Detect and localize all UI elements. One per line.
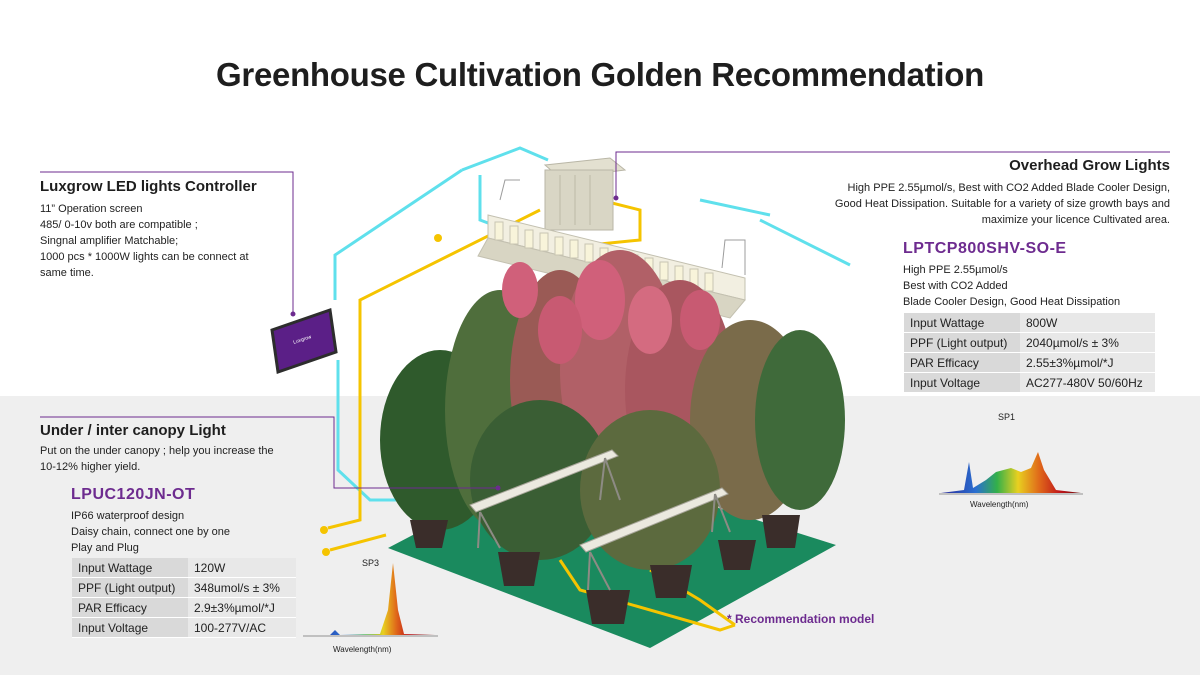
sp1-title: SP1 xyxy=(998,412,1016,422)
overhead-feature: Blade Cooler Design, Good Heat Dissipati… xyxy=(903,296,1121,308)
spec-value: 2.9±3%µmol/*J xyxy=(188,597,296,618)
controller-heading: Luxgrow LED lights Controller xyxy=(40,178,257,195)
sp1-spectrum-chart xyxy=(939,452,1083,495)
overhead-heading: Overhead Grow Lights xyxy=(1009,157,1170,174)
overhead-model-block: LPTCP800SHV-SO-E High PPE 2.55µmol/s Bes… xyxy=(903,240,1173,310)
sp3-xlabel: Wavelength(nm) xyxy=(333,645,392,654)
spec-key: Input Wattage xyxy=(72,558,188,578)
under-feature: Daisy chain, connect one by one xyxy=(71,526,230,538)
sp3-title: SP3 xyxy=(362,558,380,568)
spec-value: 100-277V/AC xyxy=(188,617,296,638)
spec-value: 800W xyxy=(1020,313,1155,333)
spec-key: Input Wattage xyxy=(904,313,1020,333)
spec-value: 2040µmol/s ± 3% xyxy=(1020,332,1155,353)
spec-key: PAR Efficacy xyxy=(904,352,1020,373)
under-model-block: LPUC120JN-OT IP66 waterproof design Dais… xyxy=(71,486,311,556)
table-row: PPF (Light output)348umol/s ± 3% xyxy=(72,577,296,598)
overhead-driver-box xyxy=(543,157,627,231)
table-row: PPF (Light output)2040µmol/s ± 3% xyxy=(904,332,1155,353)
under-line: 10-12% higher yield. xyxy=(40,461,141,473)
plant-pots xyxy=(410,515,800,624)
under-block: Under / inter canopy Light Put on the un… xyxy=(40,422,330,475)
spec-value: 348umol/s ± 3% xyxy=(188,577,296,598)
under-model-name: LPUC120JN-OT xyxy=(71,486,196,503)
under-line: Put on the under canopy ; help you incre… xyxy=(40,445,274,457)
controller-line: 485/ 0-10v both are compatible ; xyxy=(40,219,198,231)
under-heading: Under / inter canopy Light xyxy=(40,422,226,439)
leader-lines xyxy=(40,151,1170,491)
controller-line: 1000 pcs * 1000W lights can be connect a… xyxy=(40,251,249,263)
spec-value: 2.55±3%µmol/*J xyxy=(1020,352,1155,373)
spec-value: 120W xyxy=(188,558,296,578)
overhead-line: High PPE 2.55µmol/s, Best with CO2 Added… xyxy=(847,182,1170,194)
overhead-line: Good Heat Dissipation. Suitable for a va… xyxy=(834,198,1170,210)
sp3-spectrum-chart xyxy=(303,563,438,637)
spec-value: AC277-480V 50/60Hz xyxy=(1020,372,1155,393)
spec-key: Input Voltage xyxy=(72,617,188,638)
overhead-feature: Best with CO2 Added xyxy=(903,280,1008,292)
spec-key: PPF (Light output) xyxy=(904,332,1020,353)
overhead-feature: High PPE 2.55µmol/s xyxy=(903,264,1008,276)
under-feature: IP66 waterproof design xyxy=(71,510,185,522)
controller-line: 11” Operation screen xyxy=(40,203,143,215)
controller-line: Singnal amplifier Matchable; xyxy=(40,235,179,247)
controller-tablet xyxy=(270,307,338,375)
controller-block: Luxgrow LED lights Controller 11” Operat… xyxy=(40,178,300,281)
spec-key: Input Voltage xyxy=(904,372,1020,393)
under-feature: Play and Plug xyxy=(71,542,139,554)
spec-key: PAR Efficacy xyxy=(72,597,188,618)
overhead-line: maximize your licence Cultivated area. xyxy=(981,214,1170,226)
controller-line: same time. xyxy=(40,267,94,279)
page-title: Greenhouse Cultivation Golden Recommenda… xyxy=(216,56,984,93)
sp1-xlabel: Wavelength(nm) xyxy=(970,500,1029,509)
yellow-cables xyxy=(327,198,736,632)
spec-key: PPF (Light output) xyxy=(72,577,188,598)
overhead-model-name: LPTCP800SHV-SO-E xyxy=(903,240,1067,257)
under-canopy-lights xyxy=(469,449,731,591)
overhead-block: Overhead Grow Lights High PPE 2.55µmol/s… xyxy=(760,157,1170,228)
recommendation-note: * Recommendation model xyxy=(727,612,875,626)
